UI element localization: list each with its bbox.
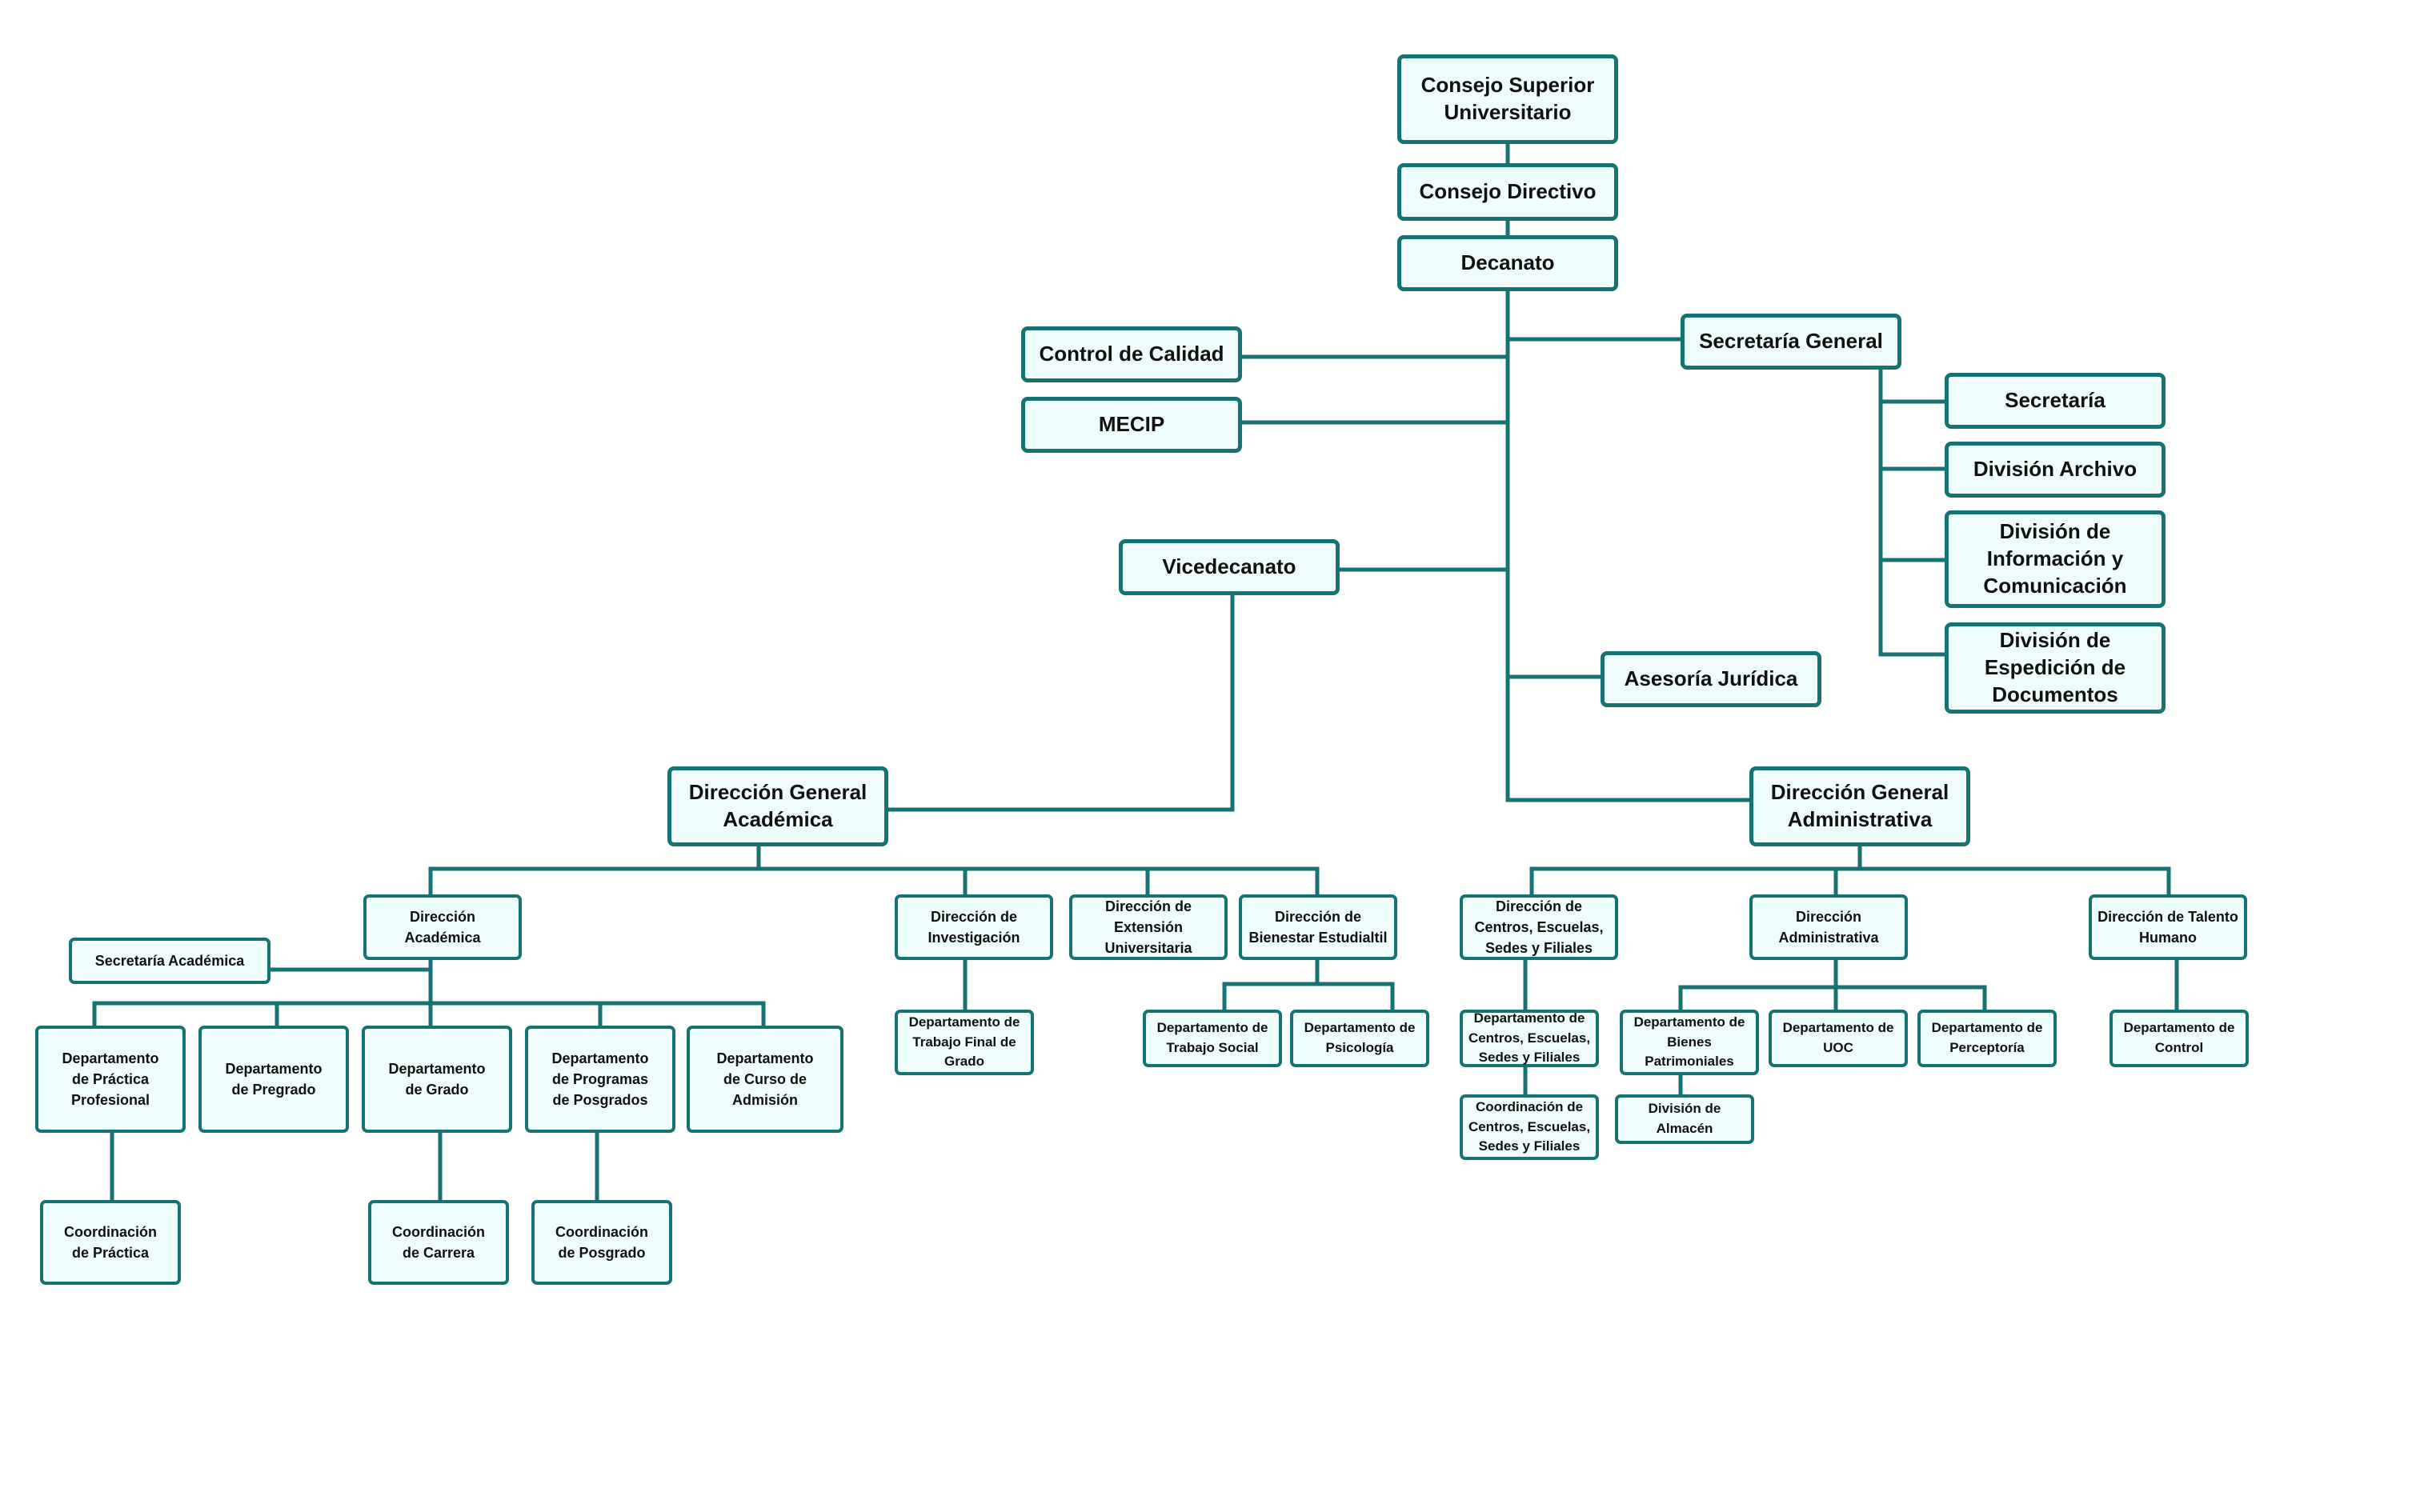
node-coord-carrera[interactable]: Coordinación de Carrera <box>368 1200 509 1285</box>
node-asesoria-juridica[interactable]: Asesoría Jurídica <box>1601 651 1821 707</box>
node-dep-perceptoria[interactable]: Departamento de Perceptoría <box>1917 1010 2057 1067</box>
node-dep-pregrado[interactable]: Departamento de Pregrado <box>198 1026 349 1133</box>
node-dep-grado[interactable]: Departamento de Grado <box>362 1026 512 1133</box>
node-dep-psicologia[interactable]: Departamento de Psicología <box>1290 1010 1429 1067</box>
node-dep-trabajo-social[interactable]: Departamento de Trabajo Social <box>1143 1010 1282 1067</box>
node-secretaria-academica[interactable]: Secretaría Académica <box>69 938 270 984</box>
node-dir-administrativa[interactable]: Dirección Administrativa <box>1749 894 1908 960</box>
node-dir-extension[interactable]: Dirección de Extensión Universitaria <box>1069 894 1228 960</box>
node-dep-trabajo-final[interactable]: Departamento de Trabajo Final de Grado <box>895 1010 1034 1075</box>
node-dir-talento[interactable]: Dirección de Talento Humano <box>2089 894 2247 960</box>
node-mecip[interactable]: MECIP <box>1021 397 1242 453</box>
node-consejo-directivo[interactable]: Consejo Directivo <box>1397 163 1618 221</box>
node-dg-academica[interactable]: Dirección General Académica <box>667 766 888 846</box>
node-division-espedicion[interactable]: División de Espedición de Documentos <box>1945 622 2166 714</box>
node-consejo-superior[interactable]: Consejo Superior Universitario <box>1397 54 1618 144</box>
node-coord-practica[interactable]: Coordinación de Práctica <box>40 1200 181 1285</box>
node-dep-uoc[interactable]: Departamento de UOC <box>1769 1010 1908 1067</box>
node-secretaria[interactable]: Secretaría <box>1945 373 2166 429</box>
node-dep-bienes[interactable]: Departamento de Bienes Patrimoniales <box>1620 1010 1759 1075</box>
node-division-archivo[interactable]: División Archivo <box>1945 442 2166 498</box>
node-vicedecanato[interactable]: Vicedecanato <box>1119 539 1340 595</box>
node-dep-centros[interactable]: Departamento de Centros, Escuelas, Sedes… <box>1460 1010 1599 1067</box>
node-dir-bienestar[interactable]: Dirección de Bienestar Estudialtil <box>1239 894 1397 960</box>
node-dir-centros[interactable]: Dirección de Centros, Escuelas, Sedes y … <box>1460 894 1618 960</box>
node-control-calidad[interactable]: Control de Calidad <box>1021 326 1242 382</box>
node-dep-control[interactable]: Departamento de Control <box>2109 1010 2249 1067</box>
node-dep-practica[interactable]: Departamento de Práctica Profesional <box>35 1026 186 1133</box>
node-dg-administrativa[interactable]: Dirección General Administrativa <box>1749 766 1970 846</box>
node-dep-posgrados[interactable]: Departamento de Programas de Posgrados <box>525 1026 675 1133</box>
node-coord-posgrado[interactable]: Coordinación de Posgrado <box>531 1200 672 1285</box>
node-secretaria-general[interactable]: Secretaría General <box>1681 314 1901 370</box>
node-dep-curso-admision[interactable]: Departamento de Curso de Admisión <box>687 1026 843 1133</box>
node-division-informacion[interactable]: División de Información y Comunicación <box>1945 510 2166 608</box>
node-division-almacen[interactable]: División de Almacén <box>1615 1094 1754 1144</box>
node-dir-investigacion[interactable]: Dirección de Investigación <box>895 894 1053 960</box>
node-coord-centros[interactable]: Coordinación de Centros, Escuelas, Sedes… <box>1460 1094 1599 1160</box>
node-decanato[interactable]: Decanato <box>1397 235 1618 291</box>
node-dir-academica[interactable]: Dirección Académica <box>363 894 522 960</box>
